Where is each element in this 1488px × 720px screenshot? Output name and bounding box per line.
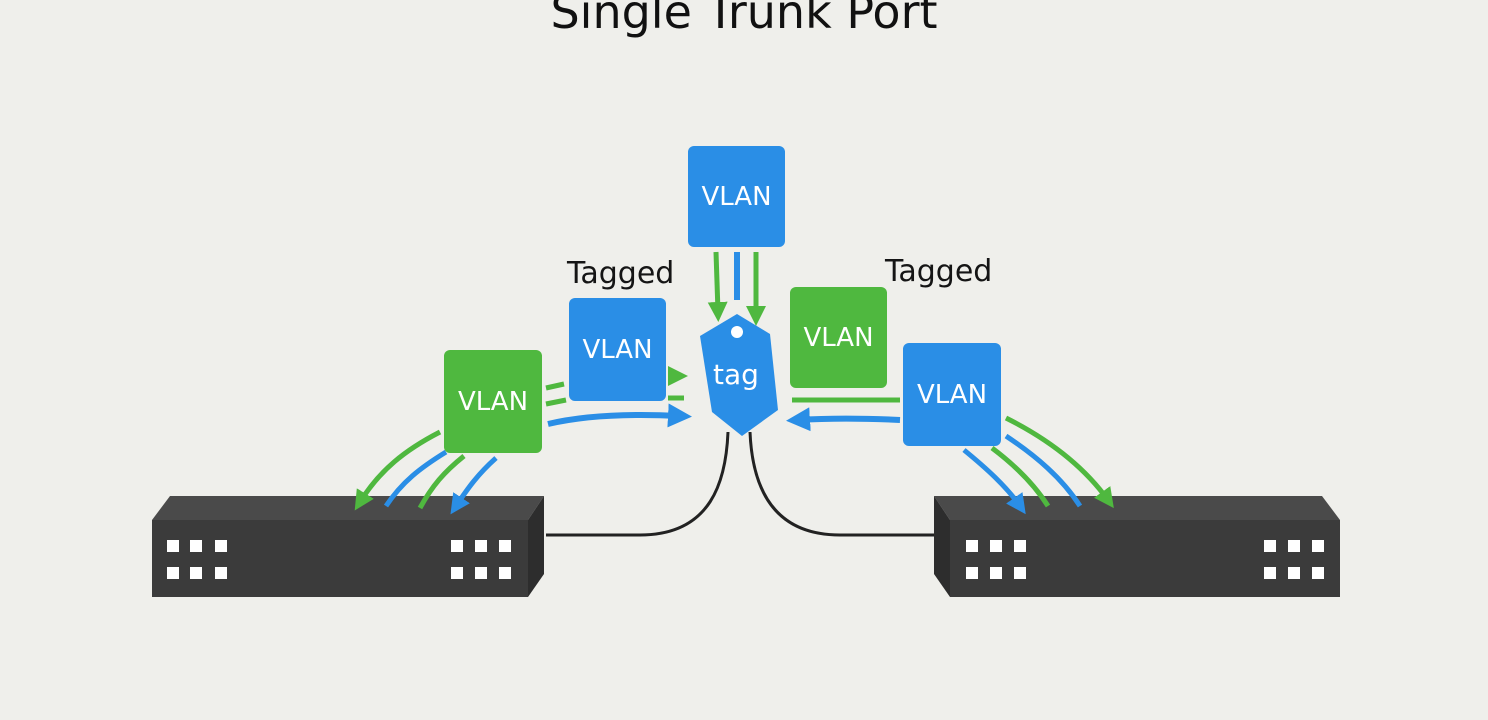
arrow-left-blue xyxy=(547,403,692,428)
right-switch-ports xyxy=(966,540,1324,579)
tag-hole xyxy=(731,326,743,338)
left-switch-ports xyxy=(167,540,511,579)
arrow-left-down-blue-1 xyxy=(383,449,448,508)
arrow-left-green-1 xyxy=(545,381,565,391)
arrow-left-down-blue-2 xyxy=(450,456,498,515)
trunk-cable-left xyxy=(546,431,730,537)
vlan-box-left-green: VLAN xyxy=(444,350,542,453)
vlan-box-right-blue: VLAN xyxy=(903,343,1001,446)
left-switch xyxy=(152,496,544,597)
arrow-left-down-green-2 xyxy=(417,454,466,510)
arrow-left-green-2 xyxy=(545,397,567,407)
caption-right-tagged: Tagged xyxy=(885,254,993,289)
caption-left-tagged: Tagged xyxy=(567,256,675,291)
arrow-right-down-green-2 xyxy=(1004,415,1114,509)
diagram-title: Single Trunk Port xyxy=(550,0,938,39)
arrow-top-green-left xyxy=(707,251,728,322)
vlan-box-right-green: VLAN xyxy=(790,287,887,388)
vlan-box-left-blue: VLAN xyxy=(569,298,666,401)
tag-label: tag xyxy=(713,358,759,391)
arrow-right-down-blue-1 xyxy=(962,448,1026,515)
arrow-left-down-green-1 xyxy=(354,429,442,511)
vlan-box-top: VLAN xyxy=(688,146,785,247)
right-switch xyxy=(934,496,1340,597)
arrow-right-blue xyxy=(786,407,901,432)
arrow-right-down-blue-2 xyxy=(1004,433,1083,508)
arrow-right-down-green-1 xyxy=(990,446,1051,508)
tag-shape xyxy=(700,314,778,436)
trunk-cable-right xyxy=(748,431,934,537)
